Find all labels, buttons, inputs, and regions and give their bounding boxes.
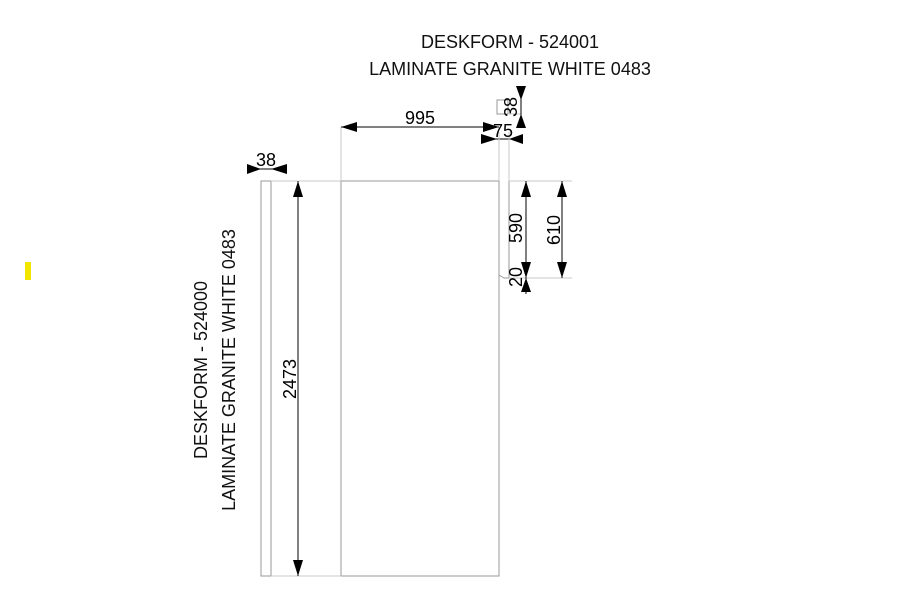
- dim-top-thickness-label: 38: [501, 97, 521, 117]
- side-panel-label-line2: LAMINATE GRANITE WHITE 0483: [219, 229, 239, 511]
- dim-length-label: 2473: [280, 359, 300, 399]
- dim-overall-depth-label: 610: [544, 215, 564, 245]
- dim-overall-depth: 610: [544, 181, 567, 278]
- dim-top-thickness: 38: [501, 86, 526, 128]
- yellow-marker: [25, 262, 31, 280]
- top-panel-outline: [340, 180, 500, 577]
- dim-inner-depth: 590: [506, 181, 531, 278]
- extension-lines: [271, 113, 572, 577]
- dim-return-width-label: 75: [493, 121, 513, 141]
- dim-width-label: 995: [405, 108, 435, 128]
- top-panel-label-line1: DESKFORM - 524001: [421, 32, 599, 52]
- dim-side-thickness: 38: [247, 150, 287, 174]
- dim-side-thickness-label: 38: [256, 150, 276, 170]
- return-notch-outline: [498, 181, 510, 279]
- dim-return-width: 75: [481, 121, 523, 181]
- dim-lip-label: 20: [506, 267, 526, 287]
- dim-inner-depth-label: 590: [506, 213, 526, 243]
- dim-width: 995: [341, 108, 499, 132]
- dim-lip: 20: [506, 264, 531, 294]
- dim-length: 2473: [280, 181, 303, 576]
- top-panel-label-line2: LAMINATE GRANITE WHITE 0483: [369, 59, 651, 79]
- side-panel-outline: [260, 180, 272, 577]
- top-thickness-box: [496, 99, 509, 115]
- side-panel-label-line1: DESKFORM - 524000: [191, 281, 211, 459]
